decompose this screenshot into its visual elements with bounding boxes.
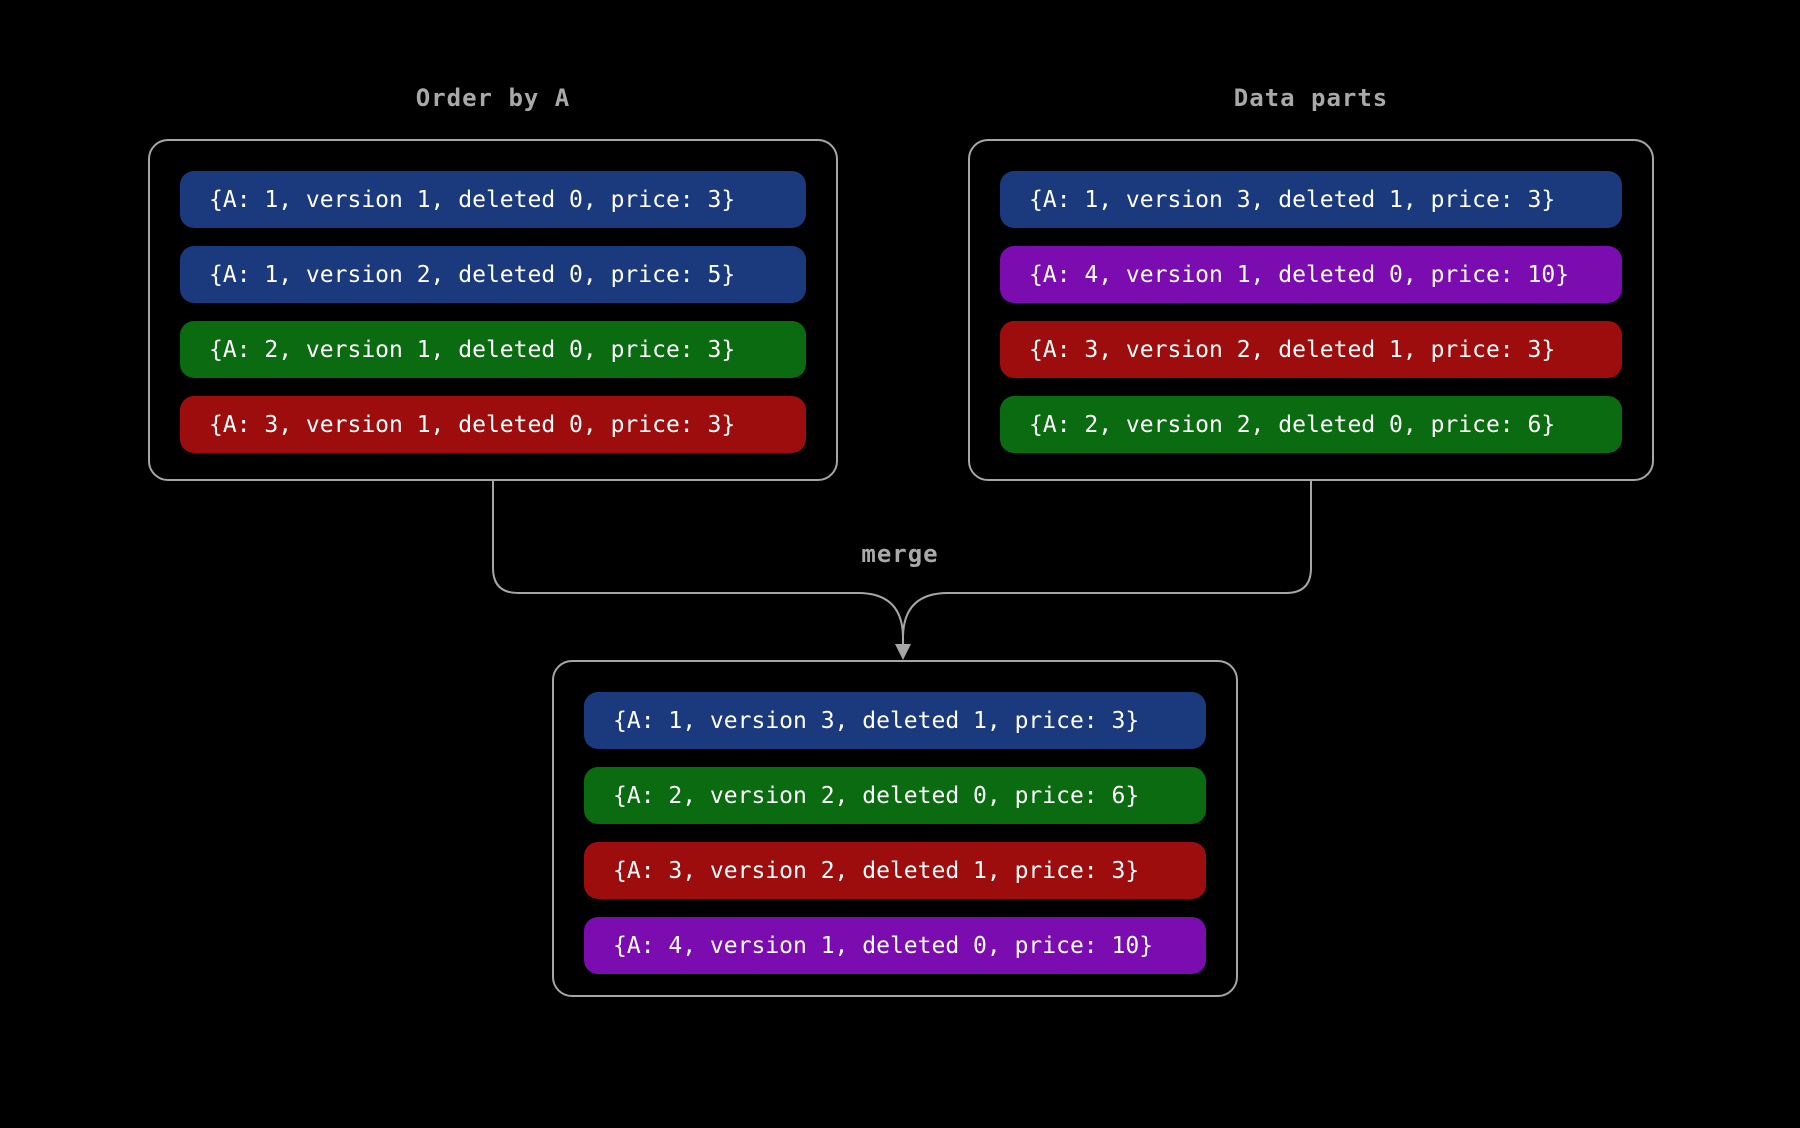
data-parts-rows: {A: 1, version 3, deleted 1, price: 3} {… bbox=[1000, 171, 1622, 453]
merge-arrowhead-icon bbox=[895, 644, 911, 660]
data-parts-box-title: Data parts bbox=[1233, 84, 1389, 112]
order-by-rows: {A: 1, version 1, deleted 0, price: 3} {… bbox=[180, 171, 806, 453]
data-part-row: {A: 2, version 2, deleted 0, price: 6} bbox=[584, 767, 1206, 824]
connector-path-right bbox=[902, 480, 1312, 647]
merged-rows: {A: 1, version 3, deleted 1, price: 3} {… bbox=[584, 692, 1206, 974]
merged-result-box: {A: 1, version 3, deleted 1, price: 3} {… bbox=[552, 660, 1238, 997]
data-part-row: {A: 1, version 2, deleted 0, price: 5} bbox=[180, 246, 806, 303]
data-part-row: {A: 3, version 2, deleted 1, price: 3} bbox=[1000, 321, 1622, 378]
order-by-box: {A: 1, version 1, deleted 0, price: 3} {… bbox=[148, 139, 838, 481]
data-part-row: {A: 2, version 1, deleted 0, price: 3} bbox=[180, 321, 806, 378]
merge-label: merge bbox=[861, 540, 939, 568]
data-part-row: {A: 1, version 1, deleted 0, price: 3} bbox=[180, 171, 806, 228]
data-part-row: {A: 4, version 1, deleted 0, price: 10} bbox=[1000, 246, 1622, 303]
data-part-row: {A: 3, version 2, deleted 1, price: 3} bbox=[584, 842, 1206, 899]
order-by-box-title: Order by A bbox=[415, 84, 571, 112]
data-part-row: {A: 3, version 1, deleted 0, price: 3} bbox=[180, 396, 806, 453]
data-parts-box: {A: 1, version 3, deleted 1, price: 3} {… bbox=[968, 139, 1654, 481]
data-part-row: {A: 1, version 3, deleted 1, price: 3} bbox=[584, 692, 1206, 749]
data-part-row: {A: 1, version 3, deleted 1, price: 3} bbox=[1000, 171, 1622, 228]
data-part-row: {A: 2, version 2, deleted 0, price: 6} bbox=[1000, 396, 1622, 453]
data-part-row: {A: 4, version 1, deleted 0, price: 10} bbox=[584, 917, 1206, 974]
connector-path-left bbox=[492, 480, 904, 647]
